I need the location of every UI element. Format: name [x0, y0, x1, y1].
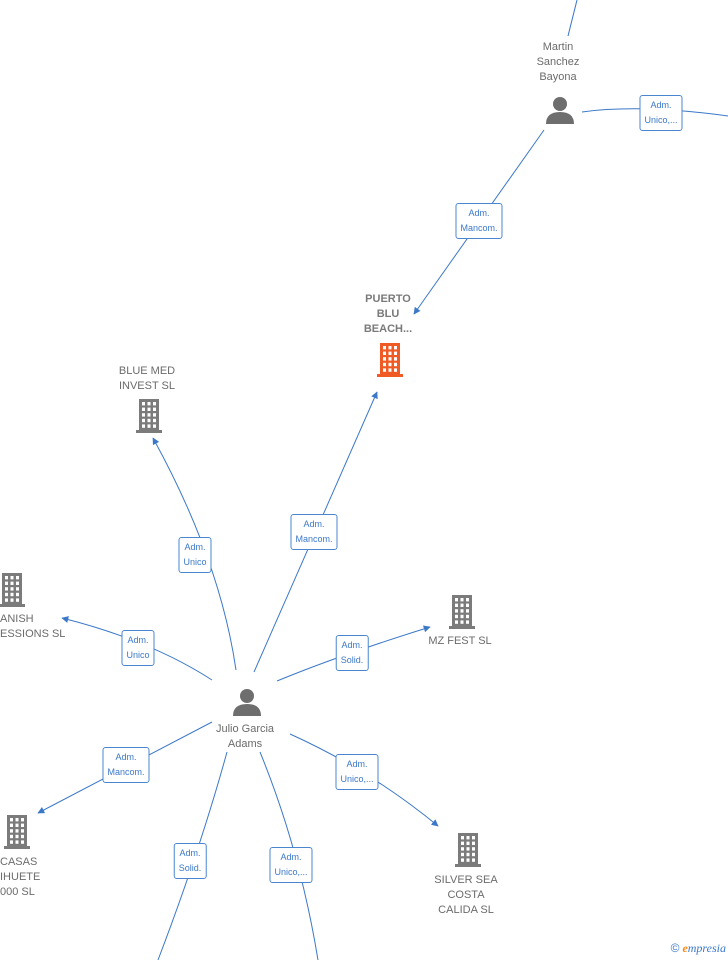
relation-label-line: Adm.: [115, 752, 137, 762]
node-label-line: SILVER SEA: [434, 874, 498, 886]
building-icon-spanish: [0, 573, 25, 607]
node-label-line: BEACH...: [363, 323, 413, 335]
relation-label-line: Adm.: [280, 852, 302, 862]
relation-label-line: Adm.: [346, 759, 368, 769]
node-label-line: COSTA: [447, 889, 485, 901]
relation-label-line: Unico,...: [340, 774, 374, 784]
relation-label-julio-bottom2[interactable]: Adm. Unico,...: [269, 847, 313, 883]
copyright-symbol: ©: [670, 941, 680, 955]
person-icon-julio: [233, 689, 261, 716]
relation-label-julio-puerto[interactable]: Adm. Mancom.: [290, 514, 338, 550]
relation-label-julio-spanish[interactable]: Adm. Unico: [121, 630, 155, 666]
relation-label-julio-bottom1[interactable]: Adm. Solid.: [173, 843, 207, 879]
node-label-line: ESSIONS SL: [0, 628, 66, 640]
relation-label-line: Adm.: [179, 848, 201, 858]
relation-label-line: Solid.: [340, 655, 364, 665]
node-label-silver[interactable]: SILVER SEA COSTA CALIDA SL: [434, 873, 497, 918]
brand-logo: © empresia: [671, 941, 726, 956]
node-label-line: Martin: [542, 41, 574, 53]
node-label-line: IHUETE: [0, 871, 41, 883]
relation-label-line: Mancom.: [460, 223, 498, 233]
relation-label-line: Adm.: [303, 519, 325, 529]
brand-initial: e: [682, 941, 688, 955]
relation-label-line: Unico,...: [274, 867, 308, 877]
node-label-line: BLUE MED: [118, 365, 176, 377]
relation-label-julio-bluemed[interactable]: Adm. Unico: [178, 537, 212, 573]
node-label-line: ANISH: [0, 613, 34, 625]
relation-label-julio-silver[interactable]: Adm. Unico,...: [335, 754, 379, 790]
node-label-line: Bayona: [539, 71, 577, 83]
node-label-bluemed[interactable]: BLUE MED INVEST SL: [119, 364, 175, 394]
node-label-mzfest[interactable]: MZ FEST SL: [428, 634, 491, 649]
node-label-line: Julio Garcia: [215, 723, 275, 735]
node-label-casas[interactable]: CASAS IHUETE 000 SL: [0, 855, 40, 900]
relation-label-line: Unico: [126, 650, 150, 660]
building-icon-bluemed: [136, 399, 162, 433]
relation-label-line: Adm.: [127, 635, 149, 645]
relation-label-line: Adm.: [341, 640, 363, 650]
node-label-spanish[interactable]: ANISH ESSIONS SL: [0, 612, 65, 642]
relation-label-line: Adm.: [184, 542, 206, 552]
relation-label-julio-casas[interactable]: Adm. Mancom.: [102, 747, 150, 783]
building-icon-mzfest: [449, 595, 475, 629]
building-icon-puerto: [377, 343, 403, 377]
relation-label-line: Unico: [183, 557, 207, 567]
building-icon-casas: [4, 815, 30, 849]
node-label-line: Adams: [227, 738, 263, 750]
node-label-line: CALIDA SL: [438, 904, 494, 916]
relation-label-line: Mancom.: [107, 767, 145, 777]
relation-label-martin-puerto[interactable]: Adm. Mancom.: [455, 203, 503, 239]
relation-label-line: Solid.: [178, 863, 202, 873]
relation-label-julio-mzfest[interactable]: Adm. Solid.: [335, 635, 369, 671]
node-label-line: CASAS: [0, 856, 38, 868]
node-label-line: MZ FEST SL: [428, 635, 492, 647]
node-label-line: 000 SL: [0, 886, 35, 898]
brand-name: mpresia: [687, 941, 726, 955]
node-label-line: Sanchez: [536, 56, 580, 68]
node-label-line: INVEST SL: [118, 380, 176, 392]
relation-label-martin-right[interactable]: Adm. Unico,...: [639, 95, 683, 131]
relation-label-line: Unico,...: [644, 115, 678, 125]
node-label-line: PUERTO: [365, 293, 411, 305]
person-icon-martin: [546, 97, 574, 124]
node-label-line: BLU: [376, 308, 400, 320]
relation-label-line: Adm.: [468, 208, 490, 218]
node-label-puerto[interactable]: PUERTO BLU BEACH...: [364, 292, 412, 337]
edge-line-martin-top: [567, 0, 578, 37]
relation-label-line: Adm.: [650, 100, 672, 110]
relation-label-line: Mancom.: [295, 534, 333, 544]
building-icon-silver: [455, 833, 481, 867]
